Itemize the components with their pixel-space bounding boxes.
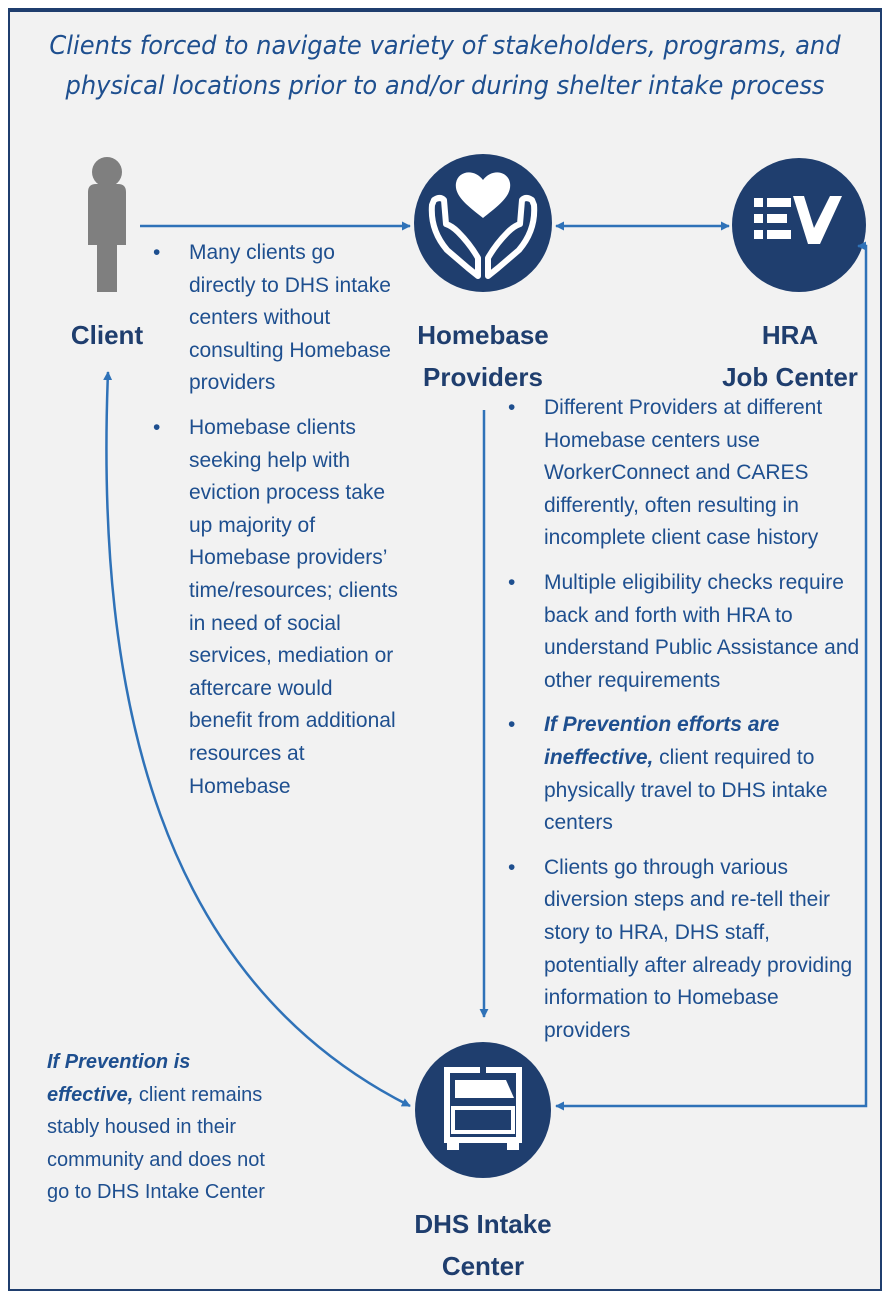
provider-bullet: •Clients go through various diversion st…	[508, 855, 853, 1042]
hra-label-line-1: HRA	[761, 320, 819, 350]
provider-bullet-list: •Different Providers at different Homeba…	[508, 392, 870, 1059]
client-label: Client	[70, 320, 144, 350]
dhs-label-line-2: Center	[441, 1251, 525, 1281]
provider-bullet: •Different Providers at different Homeba…	[508, 396, 823, 550]
dhs-label: DHS Intake Center	[393, 1203, 573, 1287]
client-bullet-list: •Many clients go directly to DHS intake …	[153, 237, 399, 815]
person-icon	[88, 157, 126, 292]
dhs-label-line-1: DHS Intake	[414, 1209, 552, 1239]
title-line-1: Clients forced to navigate variety of st…	[49, 31, 841, 61]
homebase-label-line-1: Homebase	[417, 320, 549, 350]
hra-ev-list-icon	[732, 158, 866, 292]
note-emphasis: If Prevention is effective,	[47, 1051, 191, 1106]
dhs-hra-loop-arrow	[555, 241, 868, 1111]
prevention-note: If Prevention is effective, client remai…	[47, 1046, 267, 1209]
hra-label-line-2: Job Center	[722, 362, 858, 392]
provider-bullet: •If Prevention efforts are ineffective, …	[508, 713, 828, 835]
title-line-2: physical locations prior to and/or durin…	[65, 71, 825, 101]
note-text: client remains stably housed in their co…	[47, 1083, 265, 1204]
provider-bullet: •Multiple eligibility checks require bac…	[508, 570, 860, 692]
hra-label: HRA Job Center	[705, 314, 875, 398]
dhs-bed-icon	[415, 1042, 551, 1178]
diagram-title: Clients forced to navigate variety of st…	[31, 26, 859, 106]
homebase-hands-heart-icon	[414, 154, 552, 292]
homebase-label: Homebase Providers	[403, 314, 563, 398]
client-bullet: •Many clients go directly to DHS intake …	[153, 241, 391, 395]
client-dhs-curve-arrow	[103, 371, 411, 1108]
homebase-label-line-2: Providers	[423, 362, 543, 392]
client-bullet: •Homebase clients seeking help with evic…	[153, 415, 398, 798]
